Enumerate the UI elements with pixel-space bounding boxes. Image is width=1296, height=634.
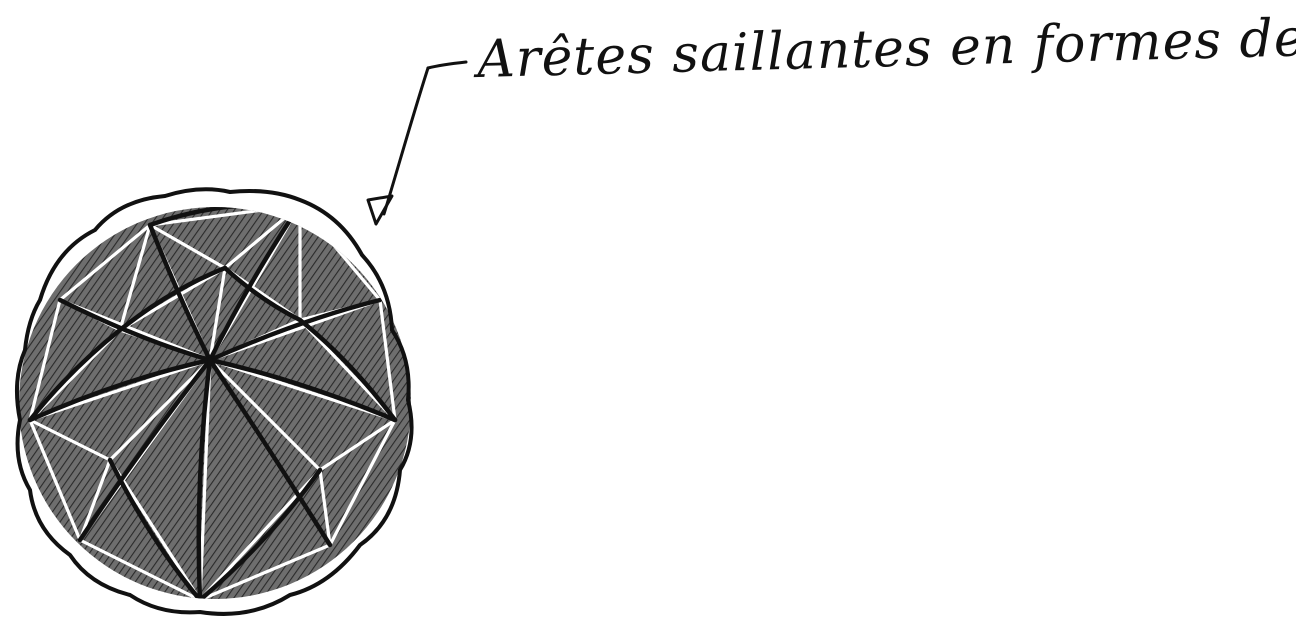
sphere-drawing <box>17 189 412 614</box>
pointer-arrow <box>368 62 466 224</box>
